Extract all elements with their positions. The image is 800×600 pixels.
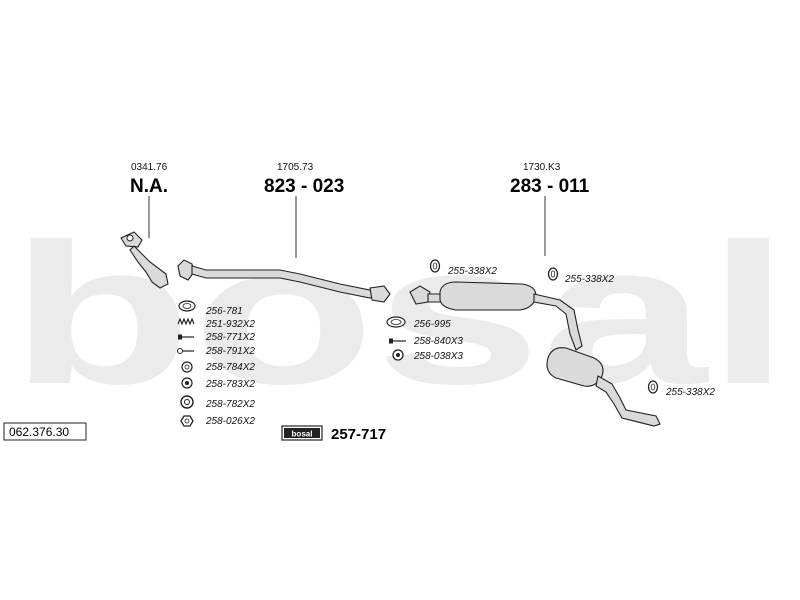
washer-icon: [181, 377, 193, 389]
reference-number-box: 062.376.30: [3, 422, 87, 441]
rubber-hanger-icon: [547, 267, 559, 281]
fittings-list-middle: 256-995 258-840X3 258-038X3: [386, 316, 463, 362]
spring-icon: [177, 317, 195, 326]
hanger-label-3: 255-338X2: [665, 387, 715, 398]
nut-icon: [180, 395, 194, 409]
fitting-label-1: 256-781: [205, 306, 243, 317]
fitting-label-8: 258-026X2: [205, 416, 255, 427]
bolt-icon: [178, 334, 194, 340]
nut-icon: [392, 349, 404, 361]
group-code-1: 0341.76: [131, 162, 168, 173]
rubber-hanger-icon: [429, 259, 441, 273]
mounting-kit: bosal 257-717: [281, 425, 386, 443]
bolt-icon: [389, 338, 406, 344]
bosal-logo-icon: bosal: [281, 425, 323, 441]
fitting-label-7: 258-782X2: [205, 399, 255, 410]
hanger-2: 255-338X2: [547, 267, 614, 285]
hanger-3: 255-338X2: [647, 380, 715, 398]
bolt-icon: [177, 348, 194, 354]
flange-gasket-icon: [178, 300, 196, 312]
rubber-hanger-icon: [647, 380, 659, 394]
front-pipe-part: [120, 231, 169, 289]
group-code-3: 1730.K3: [523, 162, 561, 173]
intermediate-pipe-part: [177, 259, 391, 303]
ring-gasket-icon: [386, 316, 406, 328]
fitting-label-3: 258-771X2: [205, 332, 255, 343]
group-code-2: 1705.73: [277, 162, 314, 173]
hanger-label-1: 255-338X2: [447, 266, 497, 277]
fitting-label-4: 258-791X2: [205, 346, 255, 357]
silencer-assembly-part: [409, 281, 661, 427]
bosal-logo-text: bosal: [292, 430, 313, 439]
fitting-label-2: 251-932X2: [205, 319, 255, 330]
fitting-label-11: 258-038X3: [413, 351, 463, 362]
fitting-label-9: 256-995: [413, 319, 451, 330]
reference-number: 062.376.30: [9, 425, 69, 439]
fitting-label-10: 258-840X3: [413, 336, 463, 347]
mounting-kit-label: 257-717: [331, 426, 386, 443]
group-part-3: 283 - 011: [510, 176, 590, 197]
fittings-list-left: 256-781 251-932X2 258-771X2 258-791X2 25…: [177, 300, 255, 427]
group-part-2: 823 - 023: [264, 176, 344, 197]
washer-icon: [181, 361, 193, 373]
hanger-label-2: 255-338X2: [564, 274, 614, 285]
group-part-1: N.A.: [130, 176, 168, 197]
hex-nut-icon: [180, 415, 194, 427]
fitting-label-5: 258-784X2: [205, 362, 255, 373]
fitting-label-6: 258-783X2: [205, 379, 255, 390]
hanger-1: 255-338X2: [429, 259, 497, 277]
